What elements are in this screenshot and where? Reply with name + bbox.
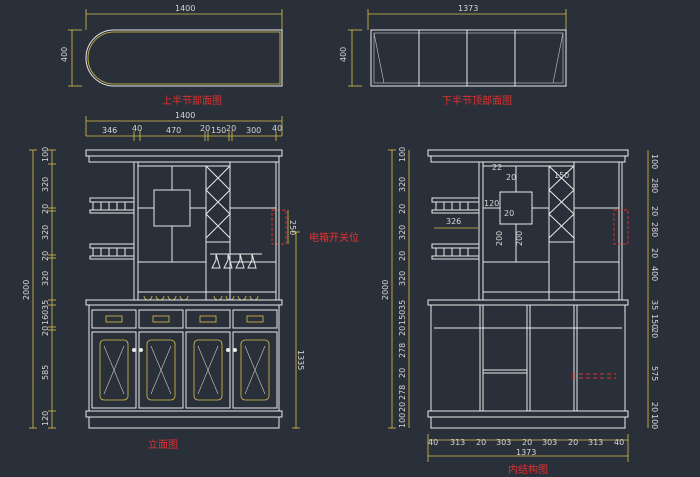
int-b-6: 20 <box>568 438 578 447</box>
caption-elevation: 立面图 <box>148 438 178 451</box>
top-upper-width: 1400 <box>175 4 195 13</box>
caption-top-upper: 上半节部面图 <box>162 94 222 107</box>
top-view-lower: 1373 400 下半节顶部面图 <box>339 4 567 107</box>
elev-h-10: 120 <box>41 411 50 426</box>
int-r-5: 400 <box>650 266 659 281</box>
top-lower-depth: 400 <box>339 47 348 62</box>
elev-seg-6: 300 <box>246 126 261 135</box>
int-in-3: 120 <box>484 199 499 208</box>
elev-seg-7: 40 <box>272 124 282 133</box>
elev-seg-4: 150 <box>211 126 226 135</box>
int-b-8: 40 <box>614 438 624 447</box>
int-l-9: 278 <box>398 343 407 358</box>
int-in-4: 326 <box>446 217 461 226</box>
int-r-2: 20 <box>650 206 659 216</box>
int-r-8: 20 <box>650 328 659 338</box>
interior-view: 2000 100 320 20 320 20 320 35 150 20 278… <box>381 147 659 476</box>
int-r-10: 20 <box>650 402 659 412</box>
int-r-3: 280 <box>650 222 659 237</box>
int-l-7: 150 <box>398 310 407 325</box>
int-in-2: 150 <box>554 171 569 180</box>
int-in-5: 20 <box>504 209 514 218</box>
int-l-1: 320 <box>398 177 407 192</box>
int-in-7: 200 <box>515 231 524 246</box>
int-b-2: 20 <box>476 438 486 447</box>
int-total-width: 1373 <box>516 448 536 457</box>
int-r-11: 100 <box>650 414 659 429</box>
elev-h-7: 160 <box>41 310 50 325</box>
int-b-1: 313 <box>450 438 465 447</box>
elev-seg-5: 20 <box>226 124 236 133</box>
elev-total-height: 2000 <box>22 280 31 300</box>
int-b-3: 303 <box>496 438 511 447</box>
switch-label: 电箱开关位 <box>309 231 359 244</box>
int-l-8: 20 <box>398 326 407 336</box>
elev-right-lower: 1335 <box>296 350 305 370</box>
int-in-0: 22 <box>492 163 502 172</box>
top-view-upper: 1400 400 上半节部面图 <box>60 4 283 107</box>
elev-seg-2: 470 <box>166 126 181 135</box>
elev-h-9: 585 <box>41 365 50 380</box>
int-l-11: 278 <box>398 385 407 400</box>
elev-seg-3: 20 <box>200 124 210 133</box>
elev-h-4: 20 <box>41 251 50 261</box>
int-r-1: 280 <box>650 178 659 193</box>
int-l-13: 100 <box>398 413 407 428</box>
elev-total-width: 1400 <box>175 111 195 120</box>
int-l-5: 320 <box>398 271 407 286</box>
int-in-6: 200 <box>495 231 504 246</box>
elev-switch-height: 250 <box>288 220 297 235</box>
top-upper-depth: 400 <box>60 47 69 62</box>
int-total-height: 2000 <box>381 280 390 300</box>
elevation-view: 1400 346 40 470 20 150 20 300 40 2000 <box>22 111 359 451</box>
int-r-9: 575 <box>650 366 659 381</box>
elev-seg-0: 346 <box>102 126 117 135</box>
int-b-0: 40 <box>428 438 438 447</box>
int-r-6: 35 <box>650 300 659 310</box>
top-lower-width: 1373 <box>458 4 478 13</box>
elev-h-8: 20 <box>41 326 50 336</box>
elev-seg-1: 40 <box>132 124 142 133</box>
elev-h-3: 320 <box>41 225 50 240</box>
int-l-2: 20 <box>398 204 407 214</box>
elev-h-1: 320 <box>41 177 50 192</box>
int-l-4: 20 <box>398 251 407 261</box>
int-r-4: 20 <box>650 248 659 258</box>
int-b-5: 303 <box>542 438 557 447</box>
int-l-6: 35 <box>398 300 407 310</box>
elev-h-2: 20 <box>41 204 50 214</box>
elev-h-6: 35 <box>41 300 50 310</box>
int-l-12: 20 <box>398 402 407 412</box>
caption-top-lower: 下半节顶部面图 <box>442 94 512 107</box>
caption-interior: 内结构图 <box>508 463 548 476</box>
elev-h-5: 320 <box>41 271 50 286</box>
int-l-3: 320 <box>398 225 407 240</box>
int-b-4: 20 <box>522 438 532 447</box>
int-in-1: 20 <box>506 173 516 182</box>
int-l-10: 20 <box>398 368 407 378</box>
int-b-7: 313 <box>588 438 603 447</box>
int-l-0: 100 <box>398 147 407 162</box>
int-r-7: 150 <box>650 314 659 329</box>
int-r-0: 100 <box>650 154 659 169</box>
elev-h-0: 100 <box>41 147 50 162</box>
